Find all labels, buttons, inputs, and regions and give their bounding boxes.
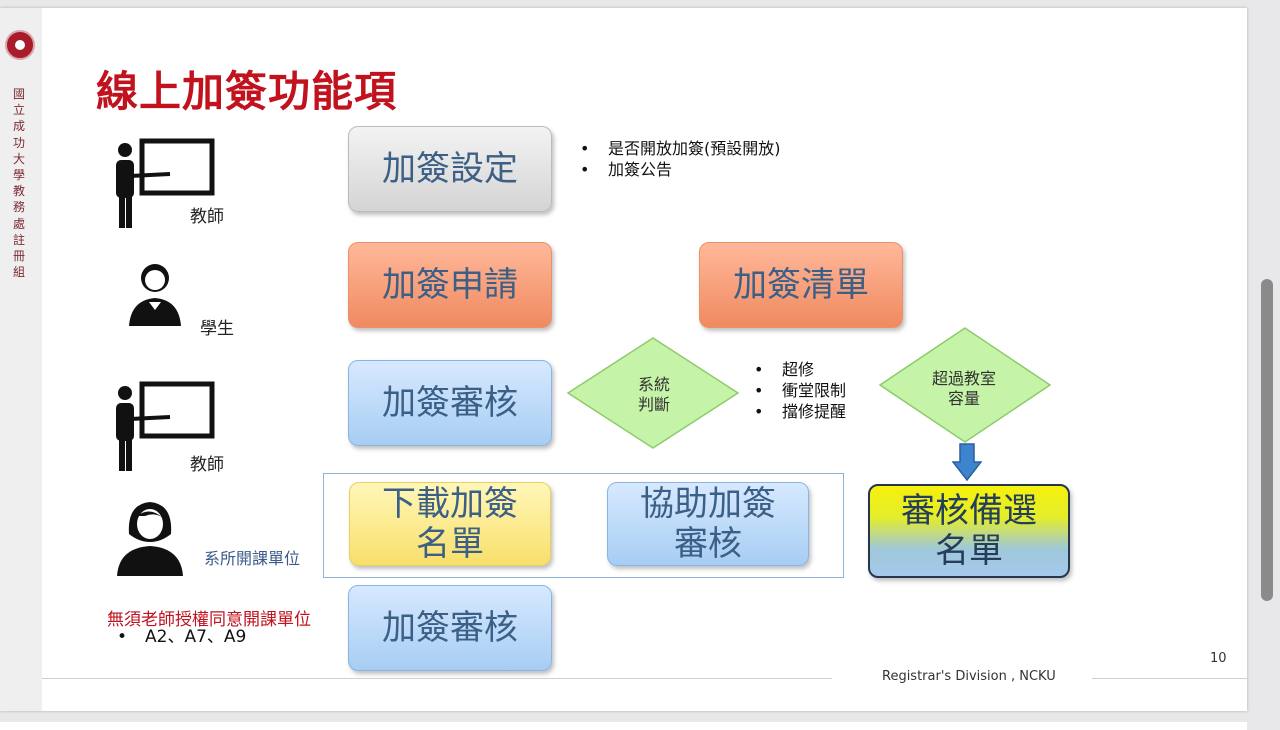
box-add-course-review: 加簽審核 xyxy=(348,360,552,446)
next-slide-edge xyxy=(0,722,1247,730)
note-item: 加簽公告 xyxy=(580,159,781,180)
box-download-list: 下載加簽名單 xyxy=(349,482,551,566)
slide-title: 線上加簽功能項 xyxy=(96,67,398,116)
check-item: 衝堂限制 xyxy=(754,380,846,401)
footer-text: Registrar's Division , NCKU xyxy=(882,669,1056,684)
vertical-unit-name: 國立成功大學教務處註冊組 xyxy=(13,87,26,280)
role-teacher-label: 教師 xyxy=(190,455,224,475)
unit-item: A2、A7、A9 xyxy=(117,627,246,648)
no-authorization-title: 無須老師授權同意開課單位 xyxy=(107,610,311,630)
note-item: 是否開放加簽(預設開放) xyxy=(580,138,781,159)
check-item: 擋修提醒 xyxy=(754,401,846,422)
scrollbar-thumb[interactable] xyxy=(1261,279,1273,601)
check-item: 超修 xyxy=(754,359,846,380)
role-teacher-label: 教師 xyxy=(190,207,224,227)
box-add-course-setting: 加簽設定 xyxy=(348,126,552,212)
footer-line xyxy=(1092,678,1247,679)
role-department-label: 系所開課單位 xyxy=(204,549,301,568)
department-staff-icon xyxy=(117,502,183,576)
setting-notes: 是否開放加簽(預設開放) 加簽公告 xyxy=(580,138,781,180)
box-add-course-apply: 加簽申請 xyxy=(348,242,552,328)
no-authorization-units: A2、A7、A9 xyxy=(117,627,246,648)
teacher-icon xyxy=(116,138,215,228)
diamond-capacity-text: 超過教室容量 xyxy=(931,369,996,408)
system-check-list: 超修 衝堂限制 擋修提醒 xyxy=(754,359,846,422)
box-add-course-list: 加簽清單 xyxy=(699,242,903,328)
diamond-system-check xyxy=(566,337,740,449)
slide: 國立成功大學教務處註冊組 線上加簽功能項 教師 學生 教師 系所開課單位 加簽設… xyxy=(0,8,1247,711)
down-arrow-icon xyxy=(952,443,982,482)
student-icon xyxy=(129,264,181,326)
diamond-system-text: 系統判斷 xyxy=(637,375,670,414)
box-waitlist-review: 審核備選名單 xyxy=(868,484,1070,578)
box-assist-review: 協助加簽審核 xyxy=(607,482,809,566)
teacher-icon xyxy=(116,381,215,471)
diamond-capacity-check xyxy=(878,327,1052,443)
university-seal-logo xyxy=(5,30,35,60)
footer-line xyxy=(42,678,832,679)
left-band: 國立成功大學教務處註冊組 xyxy=(0,8,42,711)
box-add-course-review-2: 加簽審核 xyxy=(348,585,552,671)
page-number: 10 xyxy=(1210,651,1227,666)
role-student-label: 學生 xyxy=(200,319,234,339)
department-functions-frame xyxy=(323,473,844,578)
